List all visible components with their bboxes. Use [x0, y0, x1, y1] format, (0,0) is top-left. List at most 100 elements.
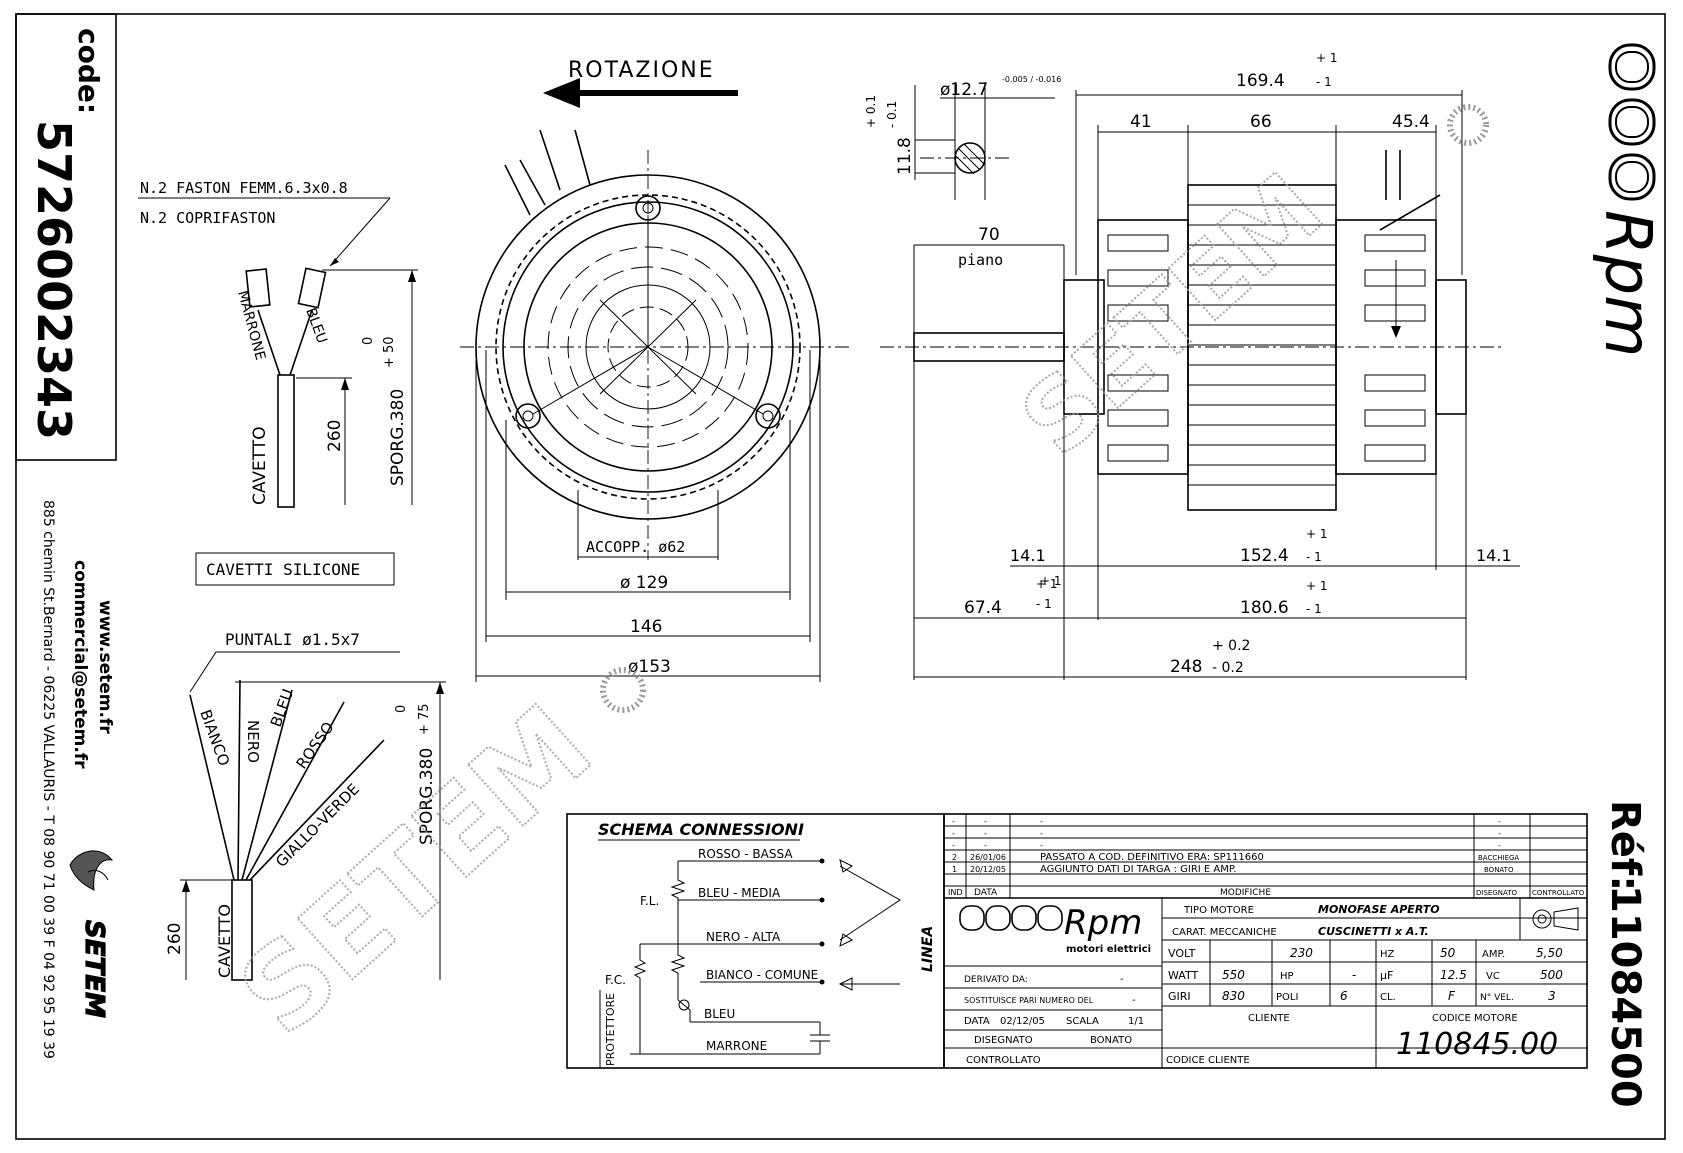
silicone-box: [195, 552, 395, 586]
wire-rosso: ROSSO: [293, 718, 338, 772]
setem-brand: SETEM: [79, 920, 109, 1018]
watermark-ring: [1447, 104, 1489, 146]
rev-row-5-desc: AGGIUNTO DATI DI TARGA : GIRI E AMP.: [1040, 864, 1237, 875]
rpm-brand: Rpm: [1590, 210, 1664, 357]
connection-schema: SCHEMA CONNESSIONI ROSSO - BASSA BLEU - …: [566, 813, 945, 1069]
watermark-bottom: SETEM: [216, 681, 616, 1060]
protrusion-bottom-tol-minus: 0: [394, 705, 409, 713]
cable-label-bottom: CAVETTO: [215, 904, 234, 978]
hp-label: HP: [1280, 971, 1294, 982]
aux-winding: [633, 944, 647, 1054]
rotation-label: ROTAZIONE: [568, 58, 715, 83]
motor-front-view: ACCOPP. ø62 ø 129 146 ø153: [460, 129, 850, 682]
shaft-diam-tol: -0.005 / -0.016: [1002, 75, 1061, 84]
housing-ring: [502, 201, 794, 493]
drawing-border: [15, 13, 1666, 1140]
coupling-dim: ACCOPP. ø62: [586, 538, 685, 556]
disegnato-value: BONATO: [1090, 1035, 1132, 1046]
cl-value: F: [1448, 989, 1456, 1003]
left-ext-tol: + 1: [1040, 574, 1062, 588]
rev-row-1-sign: -: [1498, 817, 1501, 826]
rear-bearing-boss: [1435, 279, 1467, 415]
cable-sheath: [277, 374, 295, 508]
length-260-bottom: 260: [165, 923, 185, 955]
stator-tol-minus: - 1: [1306, 550, 1322, 564]
wire-bleu-bottom-schema: BLEU: [704, 1007, 735, 1021]
protrusion-380-bottom: SPORG.380: [417, 748, 437, 845]
mount-boss: [755, 403, 781, 429]
setem-bird-logo: [69, 850, 114, 891]
coprifaston-label: N.2 COPRIFASTON: [140, 209, 275, 227]
shaft-length-tol-minus: - 1: [1036, 597, 1052, 611]
rev-row-5-sign: BONATO: [1484, 866, 1514, 874]
overall-tol-plus: + 0.2: [1212, 638, 1250, 654]
wire-rosso-bassa: ROSSO - BASSA: [698, 847, 793, 861]
stator-laminations: [1188, 204, 1336, 486]
body-length-dim: 180.6: [1240, 598, 1289, 618]
flat-tol-plus: + 0.1: [864, 95, 878, 128]
email: commercial@setem.fr: [70, 560, 90, 769]
rev-row-4-sign: BACCHIEGA: [1478, 854, 1519, 862]
rev-row-2-sign: -: [1498, 829, 1501, 838]
setem-watermark: SETEM SETEM: [215, 104, 1489, 1061]
watt-label: WATT: [1168, 969, 1198, 982]
flat-tol-minus: - 0.1: [885, 101, 899, 128]
length-260: 260: [325, 420, 345, 452]
fl-label: F.L.: [640, 894, 659, 908]
code-value: 5726002343: [27, 120, 81, 440]
rev-row-4-date: 26/01/06: [970, 853, 1006, 862]
front-bearing-boss: [1063, 279, 1105, 415]
vc-label: VC: [1486, 971, 1500, 982]
code-box: [15, 13, 117, 461]
stator-tol-plus: + 1: [1306, 527, 1328, 541]
scala-value: 1/1: [1128, 1016, 1144, 1027]
codice-cliente-label: CODICE CLIENTE: [1166, 1055, 1250, 1066]
faston-connector: [245, 268, 271, 308]
w146-dim: 146: [630, 617, 662, 637]
wire-fan: [189, 679, 385, 881]
seg1-dim: 41: [1130, 112, 1152, 132]
projection-symbol-icon: [1532, 907, 1579, 931]
schema-title: SCHEMA CONNESSIONI: [598, 820, 804, 839]
codice-motore-label: CODICE MOTORE: [1432, 1013, 1518, 1024]
fc-label: F.C.: [605, 973, 626, 987]
cable-top-detail: N.2 FASTON FEMM.6.3x0.8 N.2 COPRIFASTON …: [138, 179, 418, 586]
thermal-protector: [678, 999, 690, 1011]
poli-value: 6: [1340, 989, 1348, 1003]
watt-value: 550: [1222, 968, 1245, 982]
rev-row-3-sign: -: [1498, 841, 1501, 850]
hp-value: -: [1352, 968, 1356, 982]
rotation-indicator: ROTAZIONE: [543, 58, 738, 108]
giri-value: 830: [1222, 989, 1245, 1003]
rpm-logo-rings: [1608, 43, 1656, 201]
carat-label: CARAT. MECCANICHE: [1172, 927, 1277, 938]
carat-value: CUSCINETTI x A.T.: [1318, 925, 1429, 938]
disegnato-label: DISEGNATO: [974, 1035, 1033, 1046]
wire-bleu-bottom: BLEU: [267, 686, 297, 729]
protrusion-380: SPORG.380: [388, 389, 408, 486]
mount-boss: [635, 195, 661, 221]
wire-bleu-media: BLEU - MEDIA: [698, 886, 781, 900]
wire-bianco-comune: BIANCO - COMUNE: [706, 968, 818, 982]
rev-row-5-n: 1: [952, 865, 957, 874]
protrusion-bottom-tol-plus: + 75: [417, 703, 432, 735]
amp-label: AMP.: [1482, 949, 1505, 960]
d153-dim: ø153: [628, 657, 671, 677]
faston-connector: [297, 267, 327, 309]
d129-dim: ø 129: [620, 573, 668, 593]
rev-header-controllato: CONTROLLATO: [1532, 889, 1585, 897]
rev-row-2-date: -: [984, 829, 987, 838]
rev-row-1-n: -: [952, 817, 955, 826]
title-logo-rings: [959, 905, 1063, 931]
wire-nero: NERO: [244, 720, 262, 763]
motor-side-view: 169.4 + 1 - 1 41 66 45.4 70 piano 14.1 +…: [880, 51, 1520, 680]
title-logo-sub: motori elettrici: [1066, 944, 1151, 955]
hz-value: 50: [1440, 946, 1456, 960]
cliente-label: CLIENTE: [1248, 1013, 1290, 1024]
flat-label: piano: [958, 251, 1003, 269]
right-rail: Rpm Réf: 11084500: [1590, 43, 1664, 1108]
shaft-length-dim: 67.4: [964, 598, 1002, 618]
linea-arrows: [839, 865, 901, 941]
faston-label: N.2 FASTON FEMM.6.3x0.8: [140, 179, 348, 197]
tipo-value: MONOFASE APERTO: [1318, 903, 1440, 916]
